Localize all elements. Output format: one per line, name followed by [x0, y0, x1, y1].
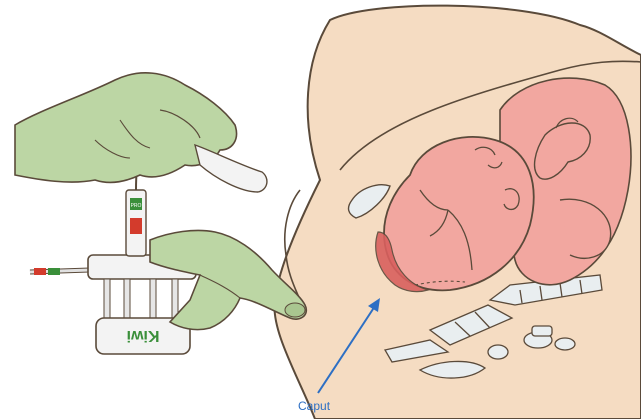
device-brand-label: Kiwi: [127, 327, 160, 344]
handle-mark-label: PRO: [131, 203, 142, 209]
caput-label: Caput: [298, 399, 331, 413]
upper-hand-glove: [15, 73, 267, 192]
